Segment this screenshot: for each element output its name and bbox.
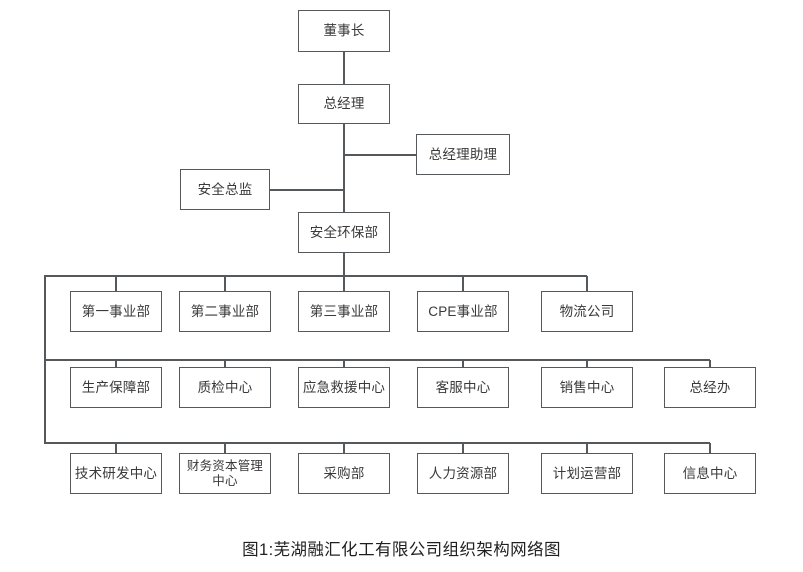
node-logistics-company[interactable]: 物流公司 xyxy=(541,291,633,332)
connector-safety-env-to-bus xyxy=(343,253,345,291)
connector-drop-division-1 xyxy=(115,276,117,291)
node-sales-center[interactable]: 销售中心 xyxy=(541,367,633,408)
connector-drop-logistics-company xyxy=(586,276,588,291)
node-procurement-dept[interactable]: 采购部 xyxy=(298,453,390,494)
connector-drop-division-2 xyxy=(224,276,226,291)
connector-drop-division-cpe xyxy=(462,276,464,291)
node-gm-office-label: 总经办 xyxy=(689,379,731,395)
node-emergency-rescue-center-label: 应急救援中心 xyxy=(302,379,386,395)
node-planning-operations-dept[interactable]: 计划运营部 xyxy=(541,453,633,494)
node-gm-assistant-label: 总经理助理 xyxy=(428,146,498,162)
node-tech-rd-center[interactable]: 技术研发中心 xyxy=(70,453,162,494)
node-safety-env-dept-label: 安全环保部 xyxy=(309,224,379,240)
node-customer-service-center-label: 客服中心 xyxy=(435,379,491,395)
connector-drop-finance-capital-management-center xyxy=(224,443,226,453)
node-finance-capital-management-center-label: 财务资本管理中心 xyxy=(186,458,264,488)
node-chairman[interactable]: 董事长 xyxy=(298,10,390,52)
node-information-center-label: 信息中心 xyxy=(682,465,738,481)
node-production-support-dept[interactable]: 生产保障部 xyxy=(70,367,162,408)
connector-gm-to-safety-director xyxy=(270,189,344,191)
node-customer-service-center[interactable]: 客服中心 xyxy=(417,367,509,408)
node-quality-inspection-center-label: 质检中心 xyxy=(197,379,253,395)
node-general-manager[interactable]: 总经理 xyxy=(298,84,390,124)
node-tech-rd-center-label: 技术研发中心 xyxy=(74,465,158,481)
connector-drop-procurement-dept xyxy=(343,443,345,453)
connector-drop-gm-office xyxy=(709,360,711,367)
connector-drop-emergency-rescue-center xyxy=(343,360,345,367)
node-quality-inspection-center[interactable]: 质检中心 xyxy=(179,367,271,408)
connector-drop-information-center xyxy=(709,443,711,453)
connector-drop-hr-dept xyxy=(462,443,464,453)
connector-drop-planning-operations-dept xyxy=(586,443,588,453)
node-division-3-label: 第三事业部 xyxy=(309,303,379,319)
node-information-center[interactable]: 信息中心 xyxy=(664,453,756,494)
connector-chairman-to-gm xyxy=(343,52,345,84)
connector-drop-quality-inspection-center xyxy=(224,360,226,367)
node-general-manager-label: 总经理 xyxy=(323,96,365,112)
connector-drop-sales-center xyxy=(586,360,588,367)
node-emergency-rescue-center[interactable]: 应急救援中心 xyxy=(298,367,390,408)
connector-drop-tech-rd-center xyxy=(115,443,117,453)
node-gm-office[interactable]: 总经办 xyxy=(664,367,756,408)
node-sales-center-label: 销售中心 xyxy=(559,379,615,395)
node-production-support-dept-label: 生产保障部 xyxy=(81,379,151,395)
node-logistics-company-label: 物流公司 xyxy=(559,303,615,319)
connector-drop-production-support-dept xyxy=(115,360,117,367)
node-planning-operations-dept-label: 计划运营部 xyxy=(552,465,622,481)
node-division-1[interactable]: 第一事业部 xyxy=(70,291,162,332)
connector-bus-centers xyxy=(44,359,710,361)
node-safety-director[interactable]: 安全总监 xyxy=(180,169,270,210)
node-safety-env-dept[interactable]: 安全环保部 xyxy=(298,212,390,253)
node-safety-director-label: 安全总监 xyxy=(197,181,253,197)
node-finance-capital-management-center[interactable]: 财务资本管理中心 xyxy=(179,453,271,494)
connector-drop-customer-service-center xyxy=(462,360,464,367)
node-chairman-label: 董事长 xyxy=(323,23,365,39)
node-division-2[interactable]: 第二事业部 xyxy=(179,291,271,332)
node-division-cpe[interactable]: CPE事业部 xyxy=(417,291,509,332)
node-division-3[interactable]: 第三事业部 xyxy=(298,291,390,332)
node-hr-dept[interactable]: 人力资源部 xyxy=(417,453,509,494)
node-procurement-dept-label: 采购部 xyxy=(323,465,365,481)
node-hr-dept-label: 人力资源部 xyxy=(428,465,498,481)
node-division-1-label: 第一事业部 xyxy=(81,303,151,319)
connector-gm-trunk xyxy=(343,124,345,212)
node-gm-assistant[interactable]: 总经理助理 xyxy=(416,134,510,175)
node-division-cpe-label: CPE事业部 xyxy=(428,303,498,319)
node-division-2-label: 第二事业部 xyxy=(190,303,260,319)
connector-bus-functional-departments xyxy=(44,442,710,444)
connector-drop-division-3 xyxy=(343,276,345,291)
connector-gm-to-assistant xyxy=(343,154,418,156)
connector-bus-business-divisions xyxy=(44,275,587,277)
figure-caption: 图1:芜湖融汇化工有限公司组织架构网络图 xyxy=(242,541,561,559)
